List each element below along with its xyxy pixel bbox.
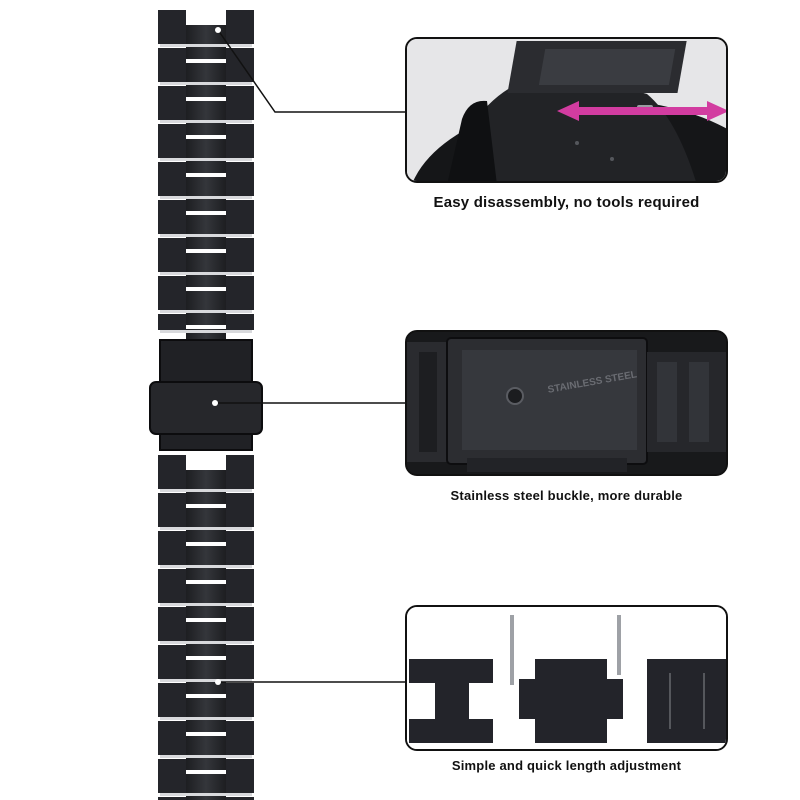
band-link-center <box>186 508 226 542</box>
band-link-outer <box>226 86 254 120</box>
band-link-outer <box>226 162 254 196</box>
band-link-center <box>186 736 226 770</box>
band-link-gap <box>160 641 252 644</box>
band-link-outer <box>158 531 186 565</box>
band-link-center <box>186 215 226 249</box>
band-link-gap <box>160 158 252 161</box>
band-link-outer <box>226 645 254 679</box>
band-link-gap <box>160 196 252 199</box>
band-link-outer <box>226 314 254 330</box>
band-link-gap <box>160 679 252 682</box>
band-link-outer <box>226 276 254 310</box>
band-link-outer <box>226 200 254 234</box>
band-link-gap <box>160 82 252 85</box>
pin-left <box>510 615 514 685</box>
clasp-cover <box>149 381 263 435</box>
band-link-gap <box>160 272 252 275</box>
band-link-outer <box>226 721 254 755</box>
band-link-outer <box>226 797 254 800</box>
band-link-left <box>409 659 493 743</box>
band-link-center <box>186 177 226 211</box>
band-link-outer <box>158 48 186 82</box>
band-link-gap <box>160 120 252 123</box>
adjustment-caption: Simple and quick length adjustment <box>451 758 682 773</box>
buckle-detail-panel: STAINLESS STEEL <box>405 330 728 476</box>
band-link-gap <box>160 489 252 492</box>
leader-dot-disassembly <box>215 27 221 33</box>
band-link-gap <box>160 755 252 758</box>
band-link-gap <box>160 44 252 47</box>
band-link-gap <box>160 330 252 333</box>
band-link-outer <box>226 531 254 565</box>
band-link-outer <box>158 645 186 679</box>
band-link-outer <box>158 721 186 755</box>
band-link-outer <box>158 607 186 641</box>
band-link-right <box>647 659 726 743</box>
band-link-center <box>186 291 226 325</box>
band-link-middle <box>519 659 623 743</box>
band-link-center <box>186 139 226 173</box>
disassembly-detail-panel <box>405 37 728 183</box>
band-link-center <box>186 660 226 694</box>
band-link-center <box>186 101 226 135</box>
band-link-outer <box>158 238 186 272</box>
band-link-gap <box>160 565 252 568</box>
band-link-gap <box>160 717 252 720</box>
band-link-outer <box>226 683 254 717</box>
buckle-photo: STAINLESS STEEL <box>407 332 726 474</box>
quick-release-photo <box>407 39 726 181</box>
band-link-gap <box>160 234 252 237</box>
band-link-center <box>186 584 226 618</box>
band-link-gap <box>160 527 252 530</box>
leader-dot-buckle <box>212 400 218 406</box>
band-link-outer <box>226 238 254 272</box>
band-link-outer <box>226 607 254 641</box>
band-link-outer <box>158 124 186 158</box>
band-link-center <box>186 546 226 580</box>
leader-dot-adjustment <box>215 679 221 685</box>
watch-band-illustration <box>149 10 263 800</box>
disassembly-caption: Easy disassembly, no tools required <box>433 194 700 211</box>
band-link-outer <box>226 455 254 489</box>
band-link-center <box>186 63 226 97</box>
band-link-outer <box>158 314 186 330</box>
band-link-outer <box>226 124 254 158</box>
band-link-outer <box>226 493 254 527</box>
adjustment-detail-panel <box>405 605 728 751</box>
band-link-outer <box>226 569 254 603</box>
band-link-outer <box>158 759 186 793</box>
band-link-outer <box>226 759 254 793</box>
band-link-center <box>186 622 226 656</box>
band-link-center <box>186 698 226 732</box>
band-link-outer <box>158 683 186 717</box>
links-and-pins-photo <box>407 607 726 749</box>
band-link-outer <box>158 569 186 603</box>
band-link-outer <box>158 162 186 196</box>
band-link-outer <box>158 797 186 800</box>
double-arrow-icon <box>557 101 726 121</box>
band-link-gap <box>160 603 252 606</box>
buckle-caption: Stainless steel buckle, more durable <box>450 488 683 503</box>
band-link-outer <box>158 493 186 527</box>
band-link-outer <box>158 10 186 44</box>
band-link-gap <box>160 310 252 313</box>
band-link-center <box>186 253 226 287</box>
band-link-outer <box>158 455 186 489</box>
leader-line-disassembly <box>217 29 405 113</box>
band-link-outer <box>226 10 254 44</box>
band-link-outer <box>158 86 186 120</box>
pin-right <box>617 615 621 675</box>
band-link-outer <box>158 276 186 310</box>
screw-icon <box>506 387 524 405</box>
band-link-gap <box>160 793 252 796</box>
band-link-center <box>186 470 226 504</box>
band-link-outer <box>158 200 186 234</box>
